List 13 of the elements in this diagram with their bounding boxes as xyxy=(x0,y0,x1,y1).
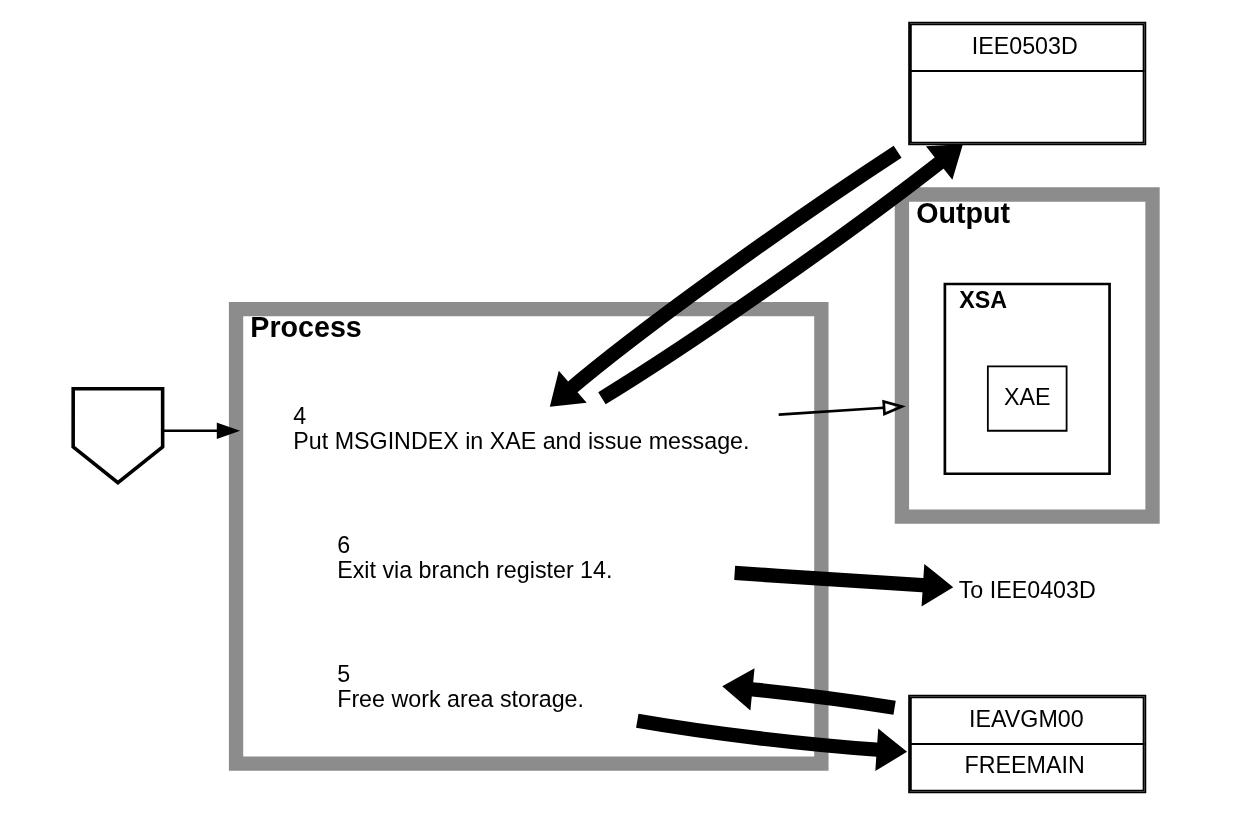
arrow xyxy=(597,144,963,405)
node-text: 6 Exit via branch register 14. xyxy=(336,532,612,584)
node-text: 5 Free work area storage. xyxy=(336,661,584,713)
node-text: 4 Put MSGINDEX in XAE and issue message. xyxy=(292,403,749,455)
node-pentagon xyxy=(70,387,164,485)
arrow xyxy=(778,399,906,416)
node-text: To IEE0403D xyxy=(958,576,1096,603)
arrow xyxy=(721,668,896,715)
node-box: XAE xyxy=(986,365,1067,432)
arrow xyxy=(733,563,953,607)
arrow xyxy=(162,422,240,439)
arrow xyxy=(635,713,907,771)
arrow xyxy=(549,145,902,407)
